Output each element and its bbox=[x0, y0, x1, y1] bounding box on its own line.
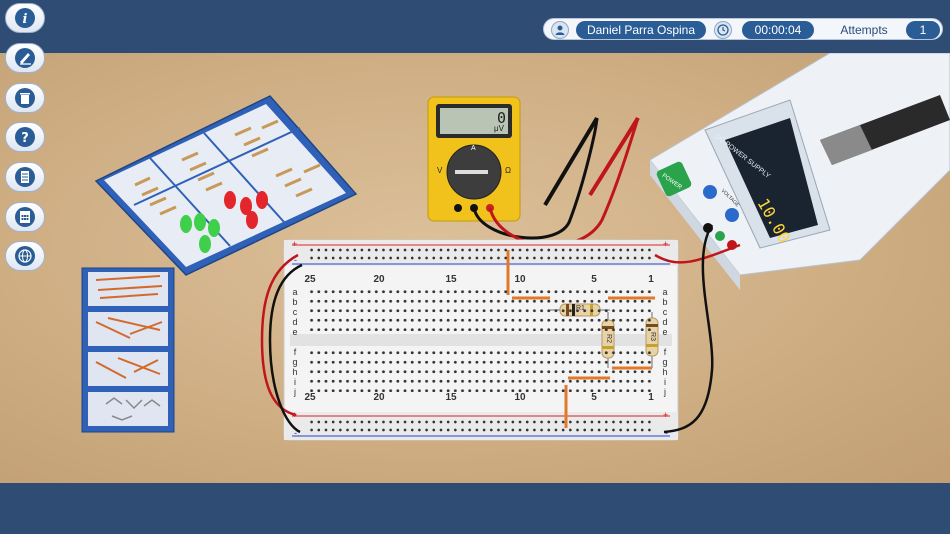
row-letter: c bbox=[292, 307, 298, 317]
delete-button[interactable] bbox=[5, 83, 45, 113]
calculator-button[interactable] bbox=[5, 202, 45, 232]
col-number-top-20: 20 bbox=[373, 274, 385, 285]
row-letters-bottom-left: f g h i j bbox=[289, 347, 301, 397]
power-supply[interactable] bbox=[649, 53, 950, 290]
trash-icon bbox=[15, 88, 35, 108]
multimeter-readout: 0 bbox=[496, 109, 506, 127]
row-letter: a bbox=[292, 287, 298, 297]
rail-plus-bottom-left: + bbox=[292, 410, 298, 420]
attempts-label: Attempts bbox=[840, 23, 888, 37]
row-letter: e bbox=[662, 327, 668, 337]
row-letter: d bbox=[662, 317, 668, 327]
col-number-bottom-10: 10 bbox=[514, 392, 526, 403]
attempts-value: 1 bbox=[906, 21, 940, 39]
info-button[interactable]: i bbox=[5, 3, 45, 33]
row-letter: h bbox=[292, 367, 298, 377]
col-number-bottom-20: 20 bbox=[373, 392, 385, 403]
row-letter: f bbox=[293, 347, 297, 357]
rail-plus-bottom-right: + bbox=[663, 410, 669, 420]
multimeter[interactable] bbox=[427, 96, 521, 222]
info-icon: i bbox=[15, 8, 35, 28]
rail-holes-top bbox=[308, 246, 653, 262]
col-number-top-5: 5 bbox=[591, 274, 597, 285]
svg-text:i: i bbox=[23, 12, 28, 27]
col-number-top-10: 10 bbox=[514, 274, 526, 285]
breadboard-holes-bottom bbox=[308, 348, 653, 392]
row-letter: a bbox=[662, 287, 668, 297]
lab-workspace: 0 μV V Ω A DC POWER SUPPLY 10.00 POWER V… bbox=[0, 53, 950, 483]
breadboard[interactable] bbox=[283, 239, 679, 441]
wire-tray[interactable] bbox=[81, 267, 175, 433]
status-bar: Daniel Parra Ospina 00:00:04 Attempts 1 bbox=[543, 18, 943, 40]
question-icon: ? bbox=[15, 127, 35, 147]
svg-text:?: ? bbox=[21, 131, 29, 146]
rail-minus-top-left: - bbox=[294, 255, 297, 265]
component-tray[interactable] bbox=[94, 95, 358, 276]
row-letter: g bbox=[292, 357, 298, 367]
row-letter: g bbox=[662, 357, 668, 367]
rail-holes-bottom bbox=[308, 418, 653, 434]
timer: 00:00:04 bbox=[742, 21, 814, 39]
row-letter: d bbox=[292, 317, 298, 327]
user-icon bbox=[551, 21, 569, 39]
col-number-top-1: 1 bbox=[648, 274, 654, 285]
row-letter: h bbox=[662, 367, 668, 377]
rail-plus-top-left: + bbox=[292, 239, 298, 249]
resistor-r1-label: R1 bbox=[576, 305, 585, 312]
col-number-bottom-1: 1 bbox=[648, 392, 654, 403]
col-number-bottom-25: 25 bbox=[304, 392, 316, 403]
row-letters-bottom-right: f g h i j bbox=[659, 347, 671, 397]
row-letter: b bbox=[292, 297, 298, 307]
col-number-bottom-5: 5 bbox=[591, 392, 597, 403]
list-icon bbox=[15, 167, 35, 187]
user-name: Daniel Parra Ospina bbox=[576, 21, 706, 39]
row-letter: e bbox=[292, 327, 298, 337]
help-button[interactable]: ? bbox=[5, 122, 45, 152]
globe-icon bbox=[15, 246, 35, 266]
resistor-r3-label: R3 bbox=[648, 332, 656, 341]
row-letters-top-left: a b c d e bbox=[289, 287, 301, 337]
row-letter: c bbox=[662, 307, 668, 317]
row-letter: j bbox=[664, 387, 666, 397]
row-letter: i bbox=[294, 377, 296, 387]
col-number-top-15: 15 bbox=[445, 274, 457, 285]
row-letter: b bbox=[662, 297, 668, 307]
pencil-icon bbox=[15, 48, 35, 68]
clock-icon bbox=[714, 21, 732, 39]
probe-leads[interactable] bbox=[472, 116, 640, 247]
rail-minus-top-right: - bbox=[665, 255, 668, 265]
multimeter-unit: μV bbox=[494, 124, 504, 133]
col-number-bottom-15: 15 bbox=[445, 392, 457, 403]
rail-plus-top-right: + bbox=[663, 239, 669, 249]
multimeter-dial-ohm: Ω bbox=[505, 166, 511, 175]
notes-button[interactable] bbox=[5, 162, 45, 192]
rail-minus-bottom-left: - bbox=[294, 428, 297, 438]
breadboard-holes-top bbox=[308, 287, 653, 331]
multimeter-dial-v: V bbox=[437, 166, 443, 175]
globe-button[interactable] bbox=[5, 241, 45, 271]
row-letter: f bbox=[663, 347, 667, 357]
row-letters-top-right: a b c d e bbox=[659, 287, 671, 337]
row-letter: i bbox=[664, 377, 666, 387]
col-number-top-25: 25 bbox=[304, 274, 316, 285]
resistor-r2-label: R2 bbox=[604, 334, 612, 343]
rail-minus-bottom-right: - bbox=[665, 428, 668, 438]
edit-button[interactable] bbox=[5, 43, 45, 73]
multimeter-dial-a: A bbox=[471, 145, 476, 152]
row-letter: j bbox=[294, 387, 296, 397]
bottom-bar bbox=[0, 483, 950, 534]
calculator-icon bbox=[15, 207, 35, 227]
